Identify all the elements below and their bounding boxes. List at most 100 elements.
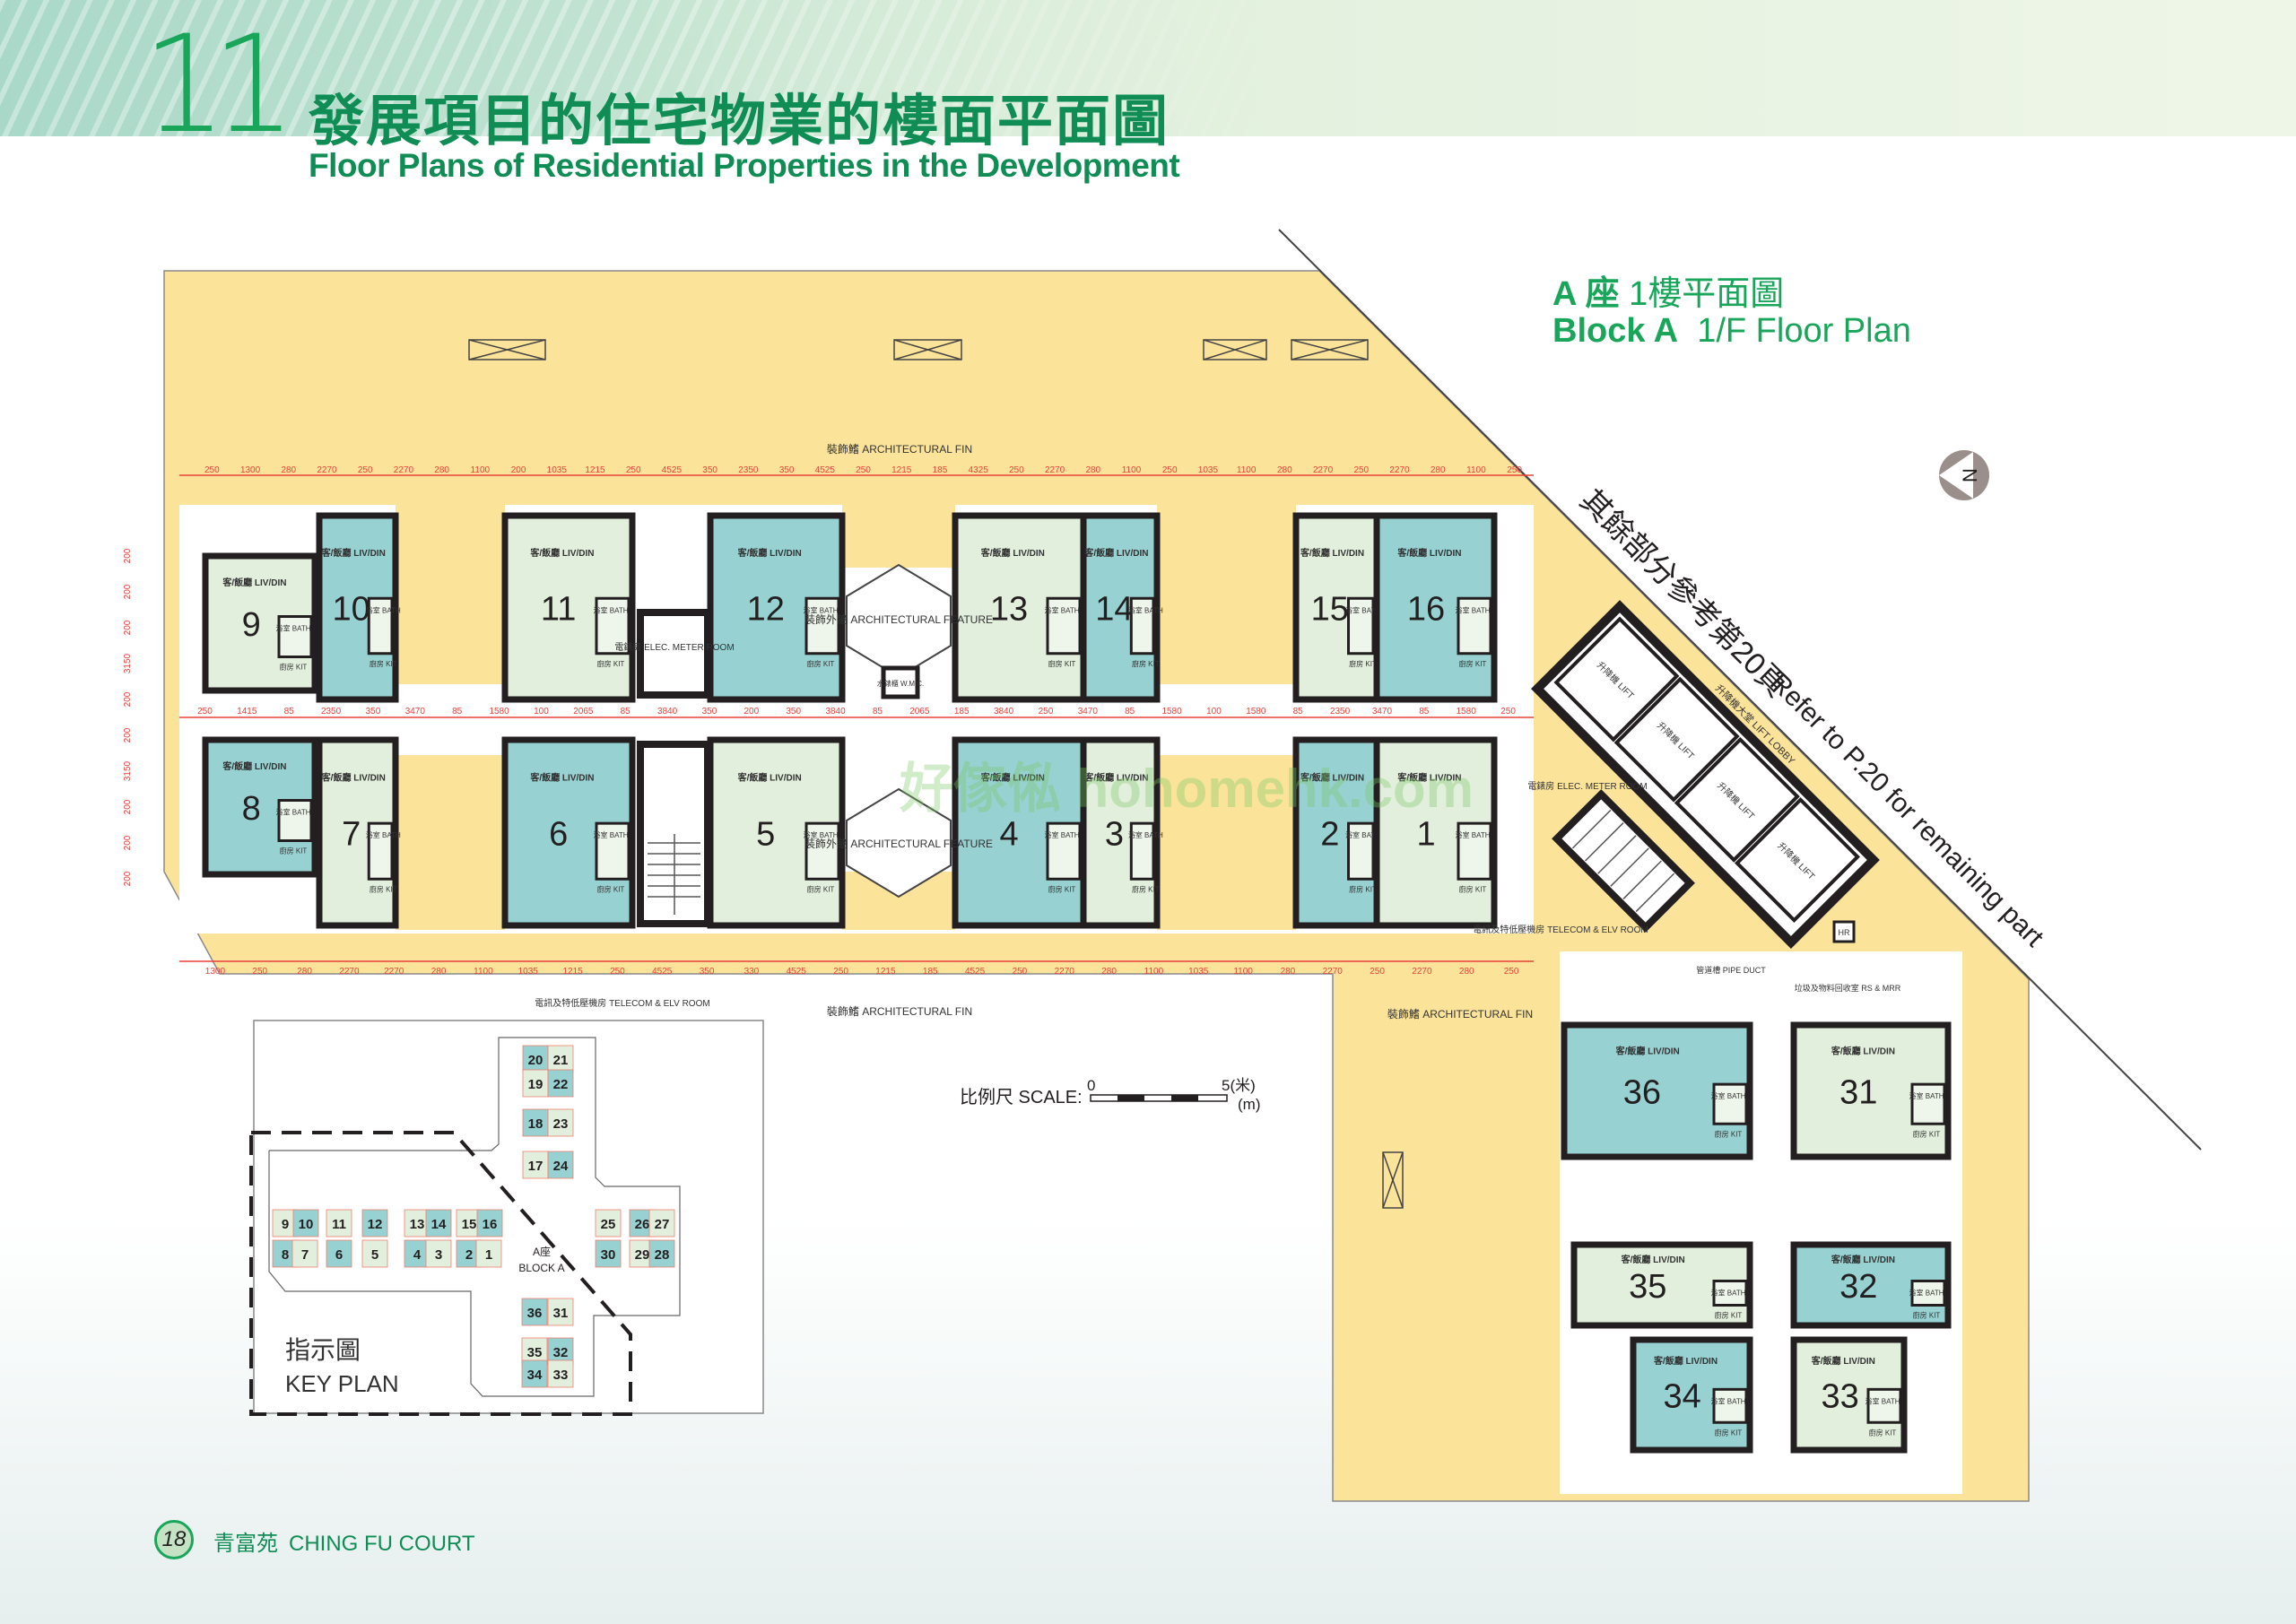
key-plan-unit-number: 12 xyxy=(368,1217,383,1232)
dimension-value: 85 xyxy=(1293,707,1304,716)
key-plan-unit-28: 28 xyxy=(648,1239,675,1268)
room-label-livdin: 客/飯廳 LIV/DIN xyxy=(529,547,594,559)
room-label-kit: 廚房 KIT xyxy=(370,884,397,893)
bathroom xyxy=(1866,1387,1902,1424)
room-label-bath: 浴室 BATH xyxy=(804,830,839,839)
dimension-value: 1215 xyxy=(891,465,912,475)
north-arrow-label: N xyxy=(1959,468,1981,482)
dimension-value: 1215 xyxy=(585,465,605,475)
dimension-value: 1100 xyxy=(1122,465,1142,475)
room-label-livdin: 客/飯廳 LIV/DIN xyxy=(1396,772,1461,784)
dimension-value: 3150 xyxy=(123,653,133,673)
room-label-bath: 浴室 BATH xyxy=(594,605,629,614)
room-label-bath: 浴室 BATH xyxy=(276,624,311,633)
key-plan-unit-number: 35 xyxy=(527,1345,543,1360)
key-plan-unit-17: 17 xyxy=(522,1151,549,1179)
key-plan-unit-number: 5 xyxy=(371,1247,378,1263)
dimension-value: 4525 xyxy=(787,967,807,977)
estate-name-en: CHING FU COURT xyxy=(289,1532,475,1556)
bathroom xyxy=(1910,1082,1946,1125)
dimension-value: 2270 xyxy=(394,465,414,475)
room-label-livdin: 客/飯廳 LIV/DIN xyxy=(1300,547,1364,559)
key-plan-unit-27: 27 xyxy=(648,1209,675,1238)
dimension-value: 4525 xyxy=(662,465,683,475)
dimension-value: 85 xyxy=(873,707,883,716)
room-label-livdin: 客/飯廳 LIV/DIN xyxy=(222,577,286,588)
key-plan-unit-10: 10 xyxy=(292,1209,319,1238)
dimension-value: 3150 xyxy=(123,760,133,781)
dimension-value: 1415 xyxy=(237,707,257,716)
dimension-value: 280 xyxy=(1459,967,1474,977)
dimension-value: 280 xyxy=(1431,465,1446,475)
key-plan-unit-number: 11 xyxy=(332,1217,346,1232)
hose-reel-label: HR xyxy=(1839,928,1850,937)
lift-shaft xyxy=(1613,676,1740,803)
dimension-value: 250 xyxy=(1039,707,1054,716)
key-plan-unit-number: 27 xyxy=(655,1217,670,1232)
room-label-bath: 浴室 BATH xyxy=(1711,1091,1746,1100)
dimension-value: 1100 xyxy=(1466,465,1486,475)
key-plan-unit-number: 6 xyxy=(335,1247,343,1263)
dimension-value: 280 xyxy=(431,967,447,977)
water-meter-cabinet-label: 水錶櫃 W.M.C. xyxy=(877,679,924,688)
room-label-livdin: 客/飯廳 LIV/DIN xyxy=(1083,547,1148,559)
dimension-value: 1580 xyxy=(489,707,509,716)
dimension-value: 3840 xyxy=(994,707,1014,716)
dimension-value: 250 xyxy=(358,465,373,475)
room-label-bath: 浴室 BATH xyxy=(366,830,401,839)
key-plan-unit-number: 9 xyxy=(282,1217,289,1232)
key-plan-unit-11: 11 xyxy=(326,1209,352,1238)
dimension-value: 1100 xyxy=(1144,967,1164,977)
staircase xyxy=(637,741,711,927)
page-title-en: Floor Plans of Residential Properties in… xyxy=(309,147,1180,184)
bathroom xyxy=(804,821,840,881)
key-plan-unit-number: 25 xyxy=(601,1217,616,1232)
key-plan-unit-3: 3 xyxy=(425,1239,452,1268)
room-label-kit: 廚房 KIT xyxy=(1132,884,1160,893)
dimension-value: 1580 xyxy=(1161,707,1182,716)
dimension-value: 200 xyxy=(123,620,133,635)
dimension-value: 1215 xyxy=(562,967,583,977)
unit-number: 7 xyxy=(342,816,361,854)
dimension-value: 250 xyxy=(1507,465,1522,475)
unit-number: 14 xyxy=(1095,591,1133,629)
room-label-livdin: 客/飯廳 LIV/DIN xyxy=(980,772,1045,784)
dimension-value: 200 xyxy=(123,799,133,814)
room-label-kit: 廚房 KIT xyxy=(807,659,835,668)
north-arrow: N xyxy=(1939,450,1989,500)
key-plan-unit-number: 3 xyxy=(435,1247,442,1263)
dimension-value: 3840 xyxy=(657,707,678,716)
unit-number: 12 xyxy=(747,591,785,629)
dimension-value: 1580 xyxy=(1246,707,1266,716)
room-label-bath: 浴室 BATH xyxy=(1711,1289,1746,1298)
dimension-value: 200 xyxy=(123,691,133,707)
unit-number: 6 xyxy=(549,816,568,854)
bathroom xyxy=(1129,821,1155,881)
dimension-value: 85 xyxy=(452,707,463,716)
telecom-room-label: 電訊及特低壓機房 TELECOM & ELV ROOM xyxy=(535,997,709,1009)
room-label-livdin: 客/飯廳 LIV/DIN xyxy=(980,547,1045,559)
room-label-kit: 廚房 KIT xyxy=(1715,1428,1743,1437)
room-label-bath: 浴室 BATH xyxy=(1866,1396,1900,1405)
refuse-room-label: 垃圾及物料回收室 RS & MRR xyxy=(1795,983,1901,993)
unit-number: 10 xyxy=(333,591,370,629)
dimension-value: 185 xyxy=(933,465,948,475)
dimension-value: 4525 xyxy=(815,465,836,475)
room-label-kit: 廚房 KIT xyxy=(807,884,835,893)
key-plan-unit-16: 16 xyxy=(476,1209,503,1238)
room-label-livdin: 客/飯廳 LIV/DIN xyxy=(1811,1355,1875,1367)
architectural-fin-label: 裝飾鰭 ARCHITECTURAL FIN xyxy=(827,443,972,456)
key-plan-unit-number: 8 xyxy=(282,1247,289,1263)
dimension-value: 200 xyxy=(123,584,133,599)
dimension-value: 85 xyxy=(621,707,631,716)
dimension-value: 1035 xyxy=(518,967,539,977)
key-plan-unit-number: 36 xyxy=(527,1306,543,1321)
dimension-value: 185 xyxy=(923,967,938,977)
dimension-value: 250 xyxy=(1013,967,1028,977)
key-plan-unit-25: 25 xyxy=(595,1209,622,1238)
